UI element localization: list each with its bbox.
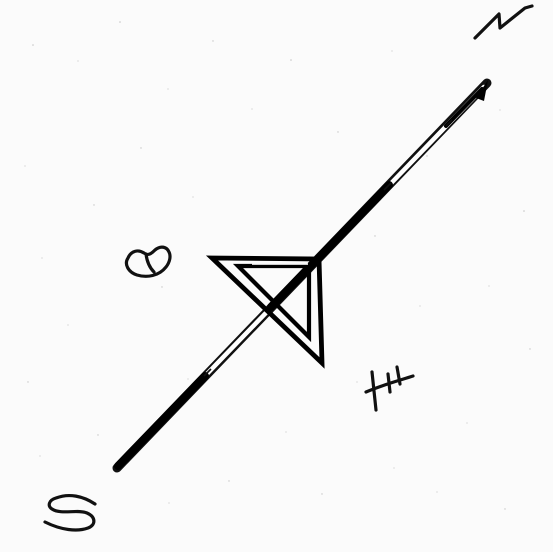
west-letter-drawing [126, 247, 170, 276]
east-label: E [385, 387, 386, 389]
needle-center-dark-section [271, 185, 389, 307]
west-label: W [145, 264, 146, 266]
north-letter-drawing [475, 6, 532, 38]
compass-needle [117, 80, 488, 468]
needle-south-dark-section [118, 376, 205, 466]
south-label: S [70, 514, 71, 516]
south-letter-drawing [45, 496, 95, 530]
east-letter-drawing [366, 367, 413, 410]
